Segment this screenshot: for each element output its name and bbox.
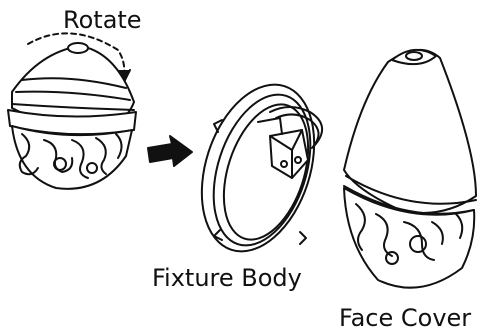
insert-arrow-icon	[148, 136, 192, 166]
assembled-fixture-illustration	[8, 43, 136, 189]
face-cover-illustration	[344, 50, 476, 288]
fixture-body-illustration	[182, 70, 334, 266]
